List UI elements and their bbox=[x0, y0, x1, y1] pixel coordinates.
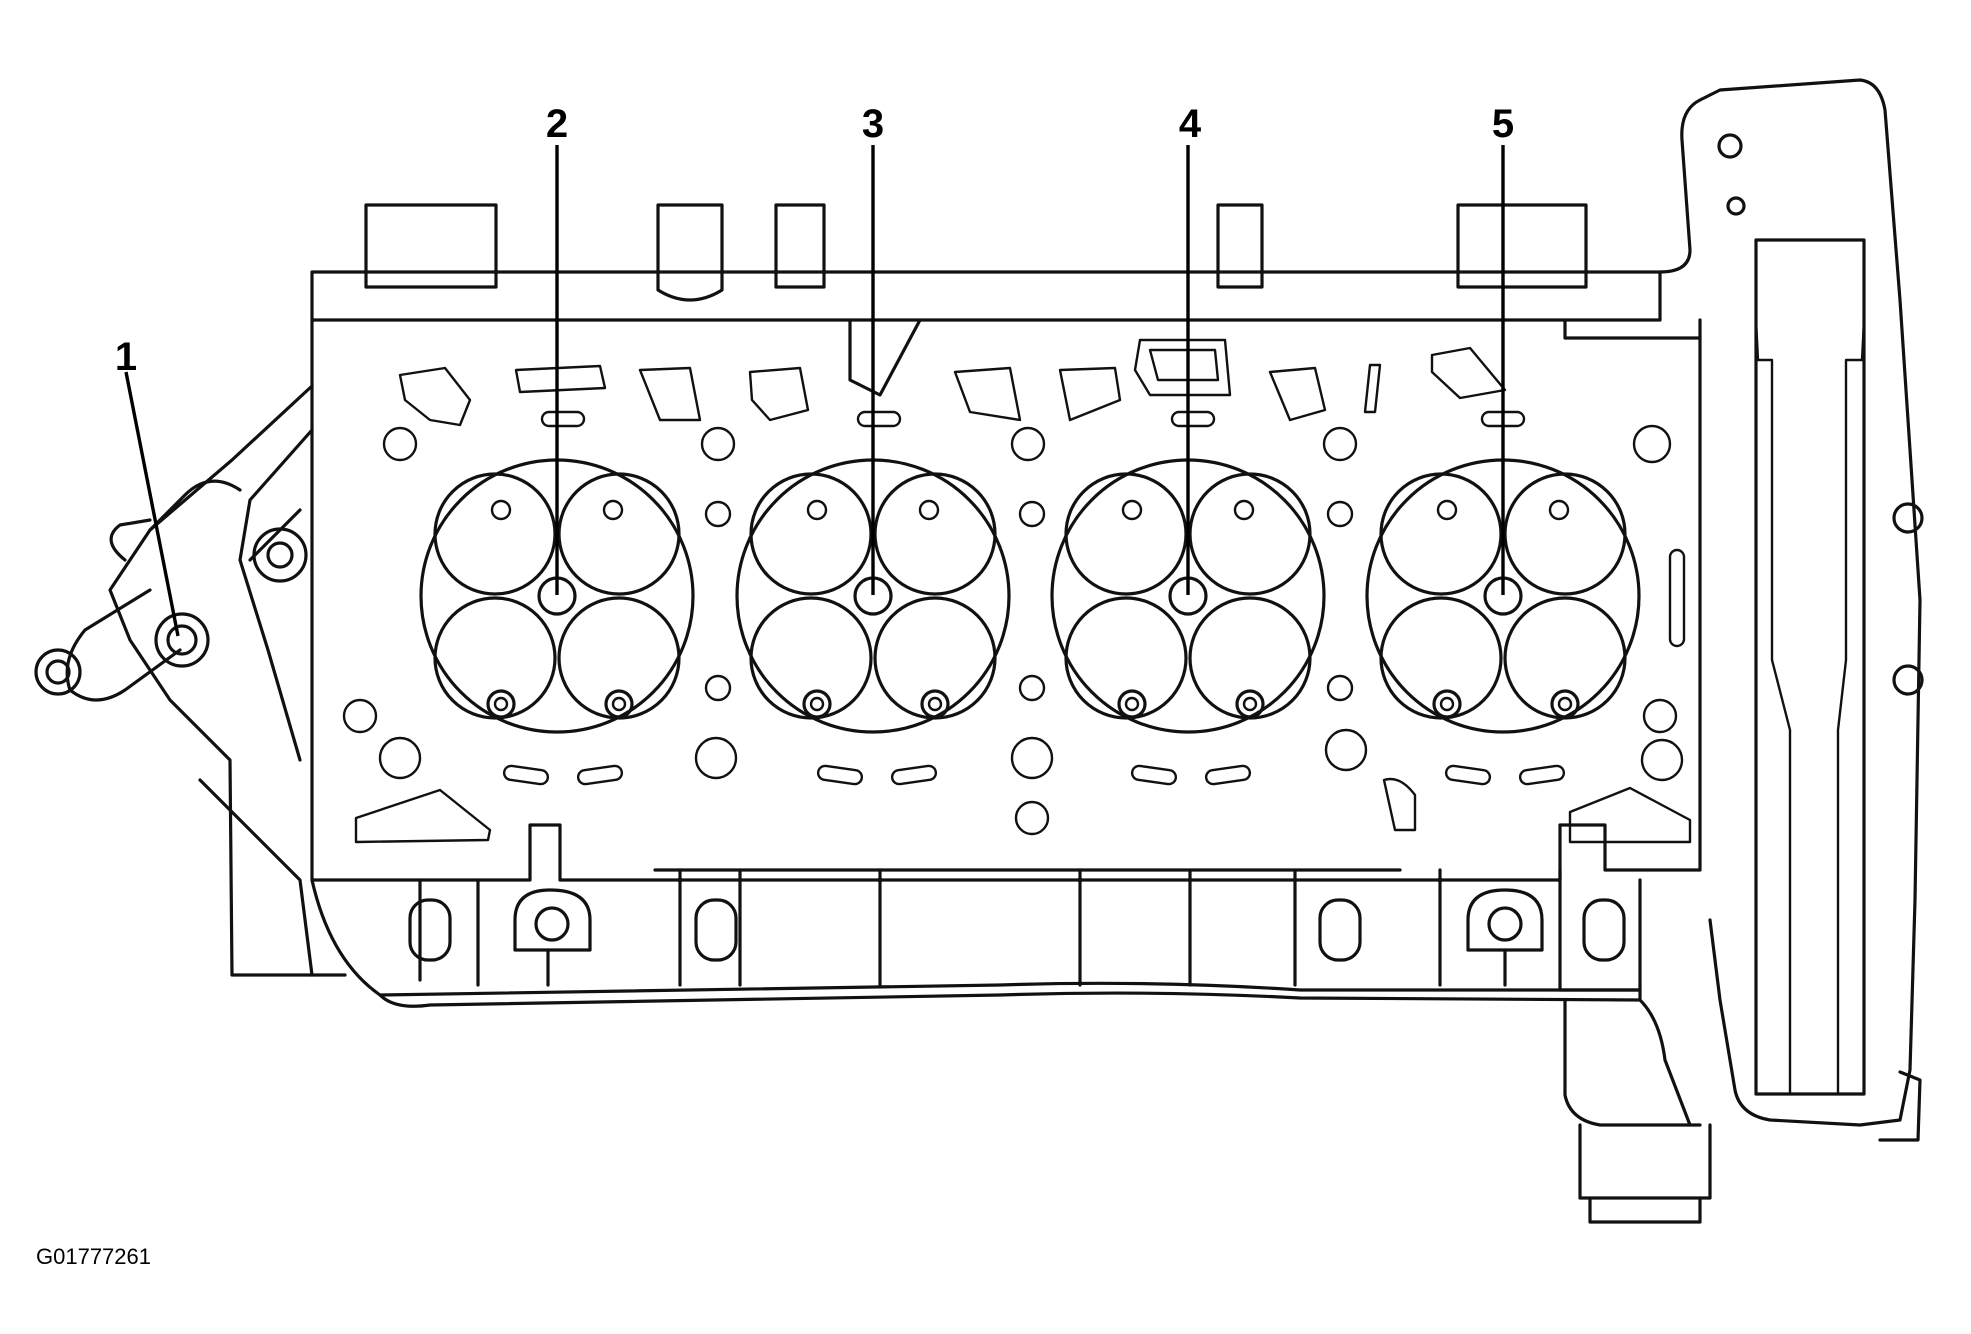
cyl-4-valve-hole-left bbox=[1436, 499, 1458, 521]
cyl-2-intake-valve-left bbox=[749, 472, 873, 596]
callouts: 1 2 3 4 5 bbox=[115, 102, 1514, 637]
timing-cover bbox=[1658, 78, 1924, 1142]
cyl-1-intake-valve-left bbox=[433, 472, 557, 596]
cyl-3-valve-hole-left bbox=[1121, 499, 1143, 521]
cyl-4-intake-valve-right bbox=[1503, 472, 1627, 596]
lower-rail bbox=[310, 868, 1642, 1008]
cyl-4-guide-bolt-right-core bbox=[1557, 696, 1573, 712]
figure-id: G01777261 bbox=[36, 1244, 151, 1269]
cyl-3-exhaust-valve-right bbox=[1188, 596, 1312, 720]
cyl-4-guide-bolt-left-core bbox=[1439, 696, 1455, 712]
cyl-4-valve-hole-right bbox=[1548, 499, 1570, 521]
cyl-2-valve-hole-left bbox=[806, 499, 828, 521]
lower-bolt-pads bbox=[513, 888, 1544, 987]
cyl-1-valve-hole-right bbox=[602, 499, 624, 521]
callout-1-label: 1 bbox=[115, 335, 137, 379]
cyl-2-exhaust-valve-left bbox=[749, 596, 873, 720]
cyl-4-exhaust-valve-left bbox=[1379, 596, 1503, 720]
cyl-4-guide-bolt-right bbox=[1550, 689, 1580, 719]
combustion-chambers bbox=[419, 458, 1641, 734]
cyl-2-guide-bolt-right-core bbox=[927, 696, 943, 712]
cylinder-head-deck bbox=[310, 270, 1702, 882]
cyl-3-exhaust-valve-left bbox=[1064, 596, 1188, 720]
cyl-3-guide-bolt-right bbox=[1235, 689, 1265, 719]
cyl-3-intake-valve-left bbox=[1064, 472, 1188, 596]
cyl-4-exhaust-valve-right bbox=[1503, 596, 1627, 720]
cyl-1-guide-bolt-left-core bbox=[493, 696, 509, 712]
cyl-1-exhaust-valve-left bbox=[433, 596, 557, 720]
cyl-3-guide-bolt-left-core bbox=[1124, 696, 1140, 712]
cyl-2-guide-bolt-right bbox=[920, 689, 950, 719]
callout-5-label: 5 bbox=[1492, 102, 1514, 146]
cyl-4-guide-bolt-left bbox=[1432, 689, 1462, 719]
cyl-2-intake-valve-right bbox=[873, 472, 997, 596]
cyl-1-guide-bolt-right-core bbox=[611, 696, 627, 712]
callout-4-label: 4 bbox=[1179, 102, 1202, 146]
cyl-1-guide-bolt-left bbox=[486, 689, 516, 719]
callout-3-label: 3 bbox=[862, 102, 884, 146]
cyl-1-valve-hole-left bbox=[490, 499, 512, 521]
cyl-3-intake-valve-right bbox=[1188, 472, 1312, 596]
callout-2-label: 2 bbox=[546, 102, 568, 146]
deck-passages bbox=[342, 338, 1692, 844]
cyl-1-intake-valve-right bbox=[557, 472, 681, 596]
cyl-2-guide-bolt-left bbox=[802, 689, 832, 719]
water-outlet bbox=[1563, 998, 1712, 1224]
cyl-1-guide-bolt-right bbox=[604, 689, 634, 719]
cyl-3-guide-bolt-left bbox=[1117, 689, 1147, 719]
cyl-2-guide-bolt-left-core bbox=[809, 696, 825, 712]
cyl-1-exhaust-valve-right bbox=[557, 596, 681, 720]
cyl-3-valve-hole-right bbox=[1233, 499, 1255, 521]
oil-slots bbox=[502, 764, 1566, 786]
cyl-2-valve-hole-right bbox=[918, 499, 940, 521]
cyl-2-exhaust-valve-right bbox=[873, 596, 997, 720]
left-mount-bracket bbox=[34, 384, 347, 977]
cyl-4-intake-valve-left bbox=[1379, 472, 1503, 596]
top-bosses bbox=[364, 203, 1588, 302]
callout-1-leader bbox=[124, 371, 180, 637]
cyl-3-guide-bolt-right-core bbox=[1242, 696, 1258, 712]
